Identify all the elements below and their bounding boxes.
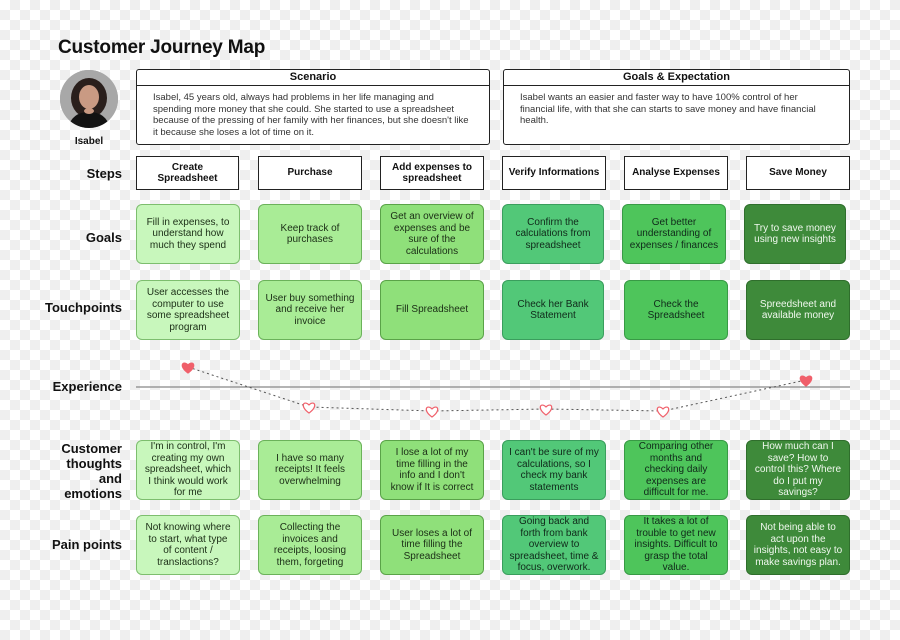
goals-expectation-heading: Goals & Expectation: [504, 70, 849, 86]
pain-point-card: Not knowing where to start, what type of…: [136, 515, 240, 575]
emotion-card: How much can I save? How to control this…: [746, 440, 850, 500]
goals-expectation-text: Isabel wants an easier and faster way to…: [520, 92, 816, 126]
touchpoint-card: Fill Spreadsheet: [380, 280, 484, 340]
experience-line: [187, 366, 807, 412]
persona-avatar: [60, 70, 118, 128]
touchpoint-card: Check her Bank Statement: [502, 280, 604, 340]
touchpoint-card: User accesses the computer to use some s…: [136, 280, 240, 340]
step-save-money: Save Money: [746, 156, 850, 190]
step-purchase: Purchase: [258, 156, 362, 190]
experience-heart-icon: [181, 362, 195, 374]
experience-heart-icon: [656, 406, 670, 418]
step-add-expenses: Add expenses to spreadsheet: [380, 156, 484, 190]
emotion-card: I lose a lot of my time filling in the i…: [380, 440, 484, 500]
goals-expectation-panel: Goals & Expectation Isabel wants an easi…: [503, 69, 850, 145]
pain-point-card: Not being able to act upon the insights,…: [746, 515, 850, 575]
emotion-card: I have so many receipts! It feels overwh…: [258, 440, 362, 500]
pain-point-card: It takes a lot of trouble to get new ins…: [624, 515, 728, 575]
goal-card: Keep track of purchases: [258, 204, 362, 264]
experience-heart-icon: [799, 375, 813, 387]
page-title: Customer Journey Map: [58, 37, 266, 58]
touchpoint-card: Check the Spreadsheet: [624, 280, 728, 340]
step-create-spreadsheet: Create Spreadsheet: [136, 156, 239, 190]
row-label-experience: Experience: [52, 379, 122, 394]
pain-point-card: Collecting the invoices and receipts, lo…: [258, 515, 362, 575]
goal-card: Try to save money using new insights: [744, 204, 846, 264]
goal-card: Get better understanding of expenses / f…: [622, 204, 726, 264]
emotion-card: Comparing other months and checking dail…: [624, 440, 728, 500]
goal-card: Confirm the calculations from spreadshee…: [502, 204, 604, 264]
row-label-goals: Goals: [85, 230, 122, 245]
row-label-steps: Steps: [86, 166, 122, 181]
persona-name: Isabel: [74, 136, 104, 147]
scenario-text: Isabel, 45 years old, always had problem…: [153, 92, 469, 138]
emotion-card: I'm in control, I'm creating my own spre…: [136, 440, 240, 500]
pain-point-card: User loses a lot of time filling the Spr…: [380, 515, 484, 575]
emotion-card: I can't be sure of my calculations, so I…: [502, 440, 606, 500]
goal-card: Get an overview of expenses and be sure …: [380, 204, 484, 264]
touchpoint-card: Spreedsheet and available money: [746, 280, 850, 340]
touchpoint-card: User buy something and receive her invoi…: [258, 280, 362, 340]
experience-heart-icon: [539, 404, 553, 416]
goal-card: Fill in expenses, to understand how much…: [136, 204, 240, 264]
experience-heart-icon: [302, 402, 316, 414]
step-verify-informations: Verify Informations: [502, 156, 606, 190]
row-label-emotions: Customer thoughts and emotions: [61, 441, 122, 501]
pain-point-card: Going back and forth from bank overview …: [502, 515, 606, 575]
scenario-panel: Scenario Isabel, 45 years old, always ha…: [136, 69, 490, 145]
row-label-pain-points: Pain points: [51, 537, 122, 552]
row-label-touchpoints: Touchpoints: [44, 300, 122, 315]
step-analyse-expenses: Analyse Expenses: [624, 156, 728, 190]
scenario-heading: Scenario: [137, 70, 489, 86]
experience-heart-icon: [425, 406, 439, 418]
